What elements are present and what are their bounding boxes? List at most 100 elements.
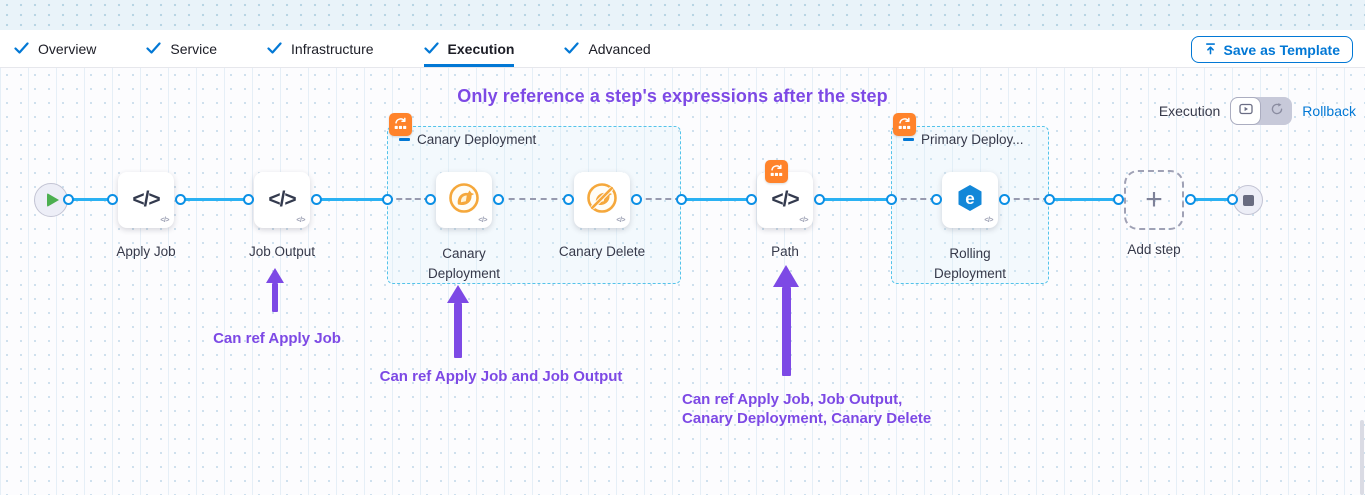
connector-line — [681, 198, 751, 201]
connector-port[interactable] — [676, 194, 687, 205]
step-label-canary-delete: Canary Delete — [558, 244, 646, 259]
check-icon — [267, 41, 282, 57]
connector-port[interactable] — [814, 194, 825, 205]
rollback-view-icon — [1270, 102, 1284, 121]
step-canary-deployment[interactable]: </> — [436, 172, 492, 228]
tab-advanced[interactable]: Advanced — [564, 30, 651, 67]
vertical-scrollbar[interactable] — [1360, 420, 1364, 495]
connector-port[interactable] — [746, 194, 757, 205]
stage-tabs: Overview Service Infrastructure Executio… — [14, 30, 651, 67]
annotation-arrow-3 — [773, 265, 799, 376]
connector-line — [316, 198, 387, 201]
tab-label: Overview — [38, 40, 97, 57]
connector-port[interactable] — [1185, 194, 1196, 205]
annotation-note-1: Can ref Apply Job — [213, 330, 341, 347]
rollback-steps-icon — [893, 113, 916, 136]
view-mode-toggle[interactable] — [1230, 97, 1293, 125]
connector-port[interactable] — [1113, 194, 1124, 205]
connector-port[interactable] — [311, 194, 322, 205]
svg-text:e: e — [965, 189, 974, 208]
connector-port[interactable] — [63, 194, 74, 205]
execution-view-button[interactable] — [1230, 97, 1262, 125]
tab-execution[interactable]: Execution — [423, 30, 515, 67]
connector-line-dashed — [1004, 198, 1049, 200]
connector-port[interactable] — [931, 194, 942, 205]
rollback-link[interactable]: Rollback — [1302, 103, 1356, 119]
tab-label: Infrastructure — [291, 40, 374, 57]
code-mini-icon: </> — [616, 217, 625, 224]
rollback-steps-icon — [389, 113, 412, 136]
collapse-icon[interactable] — [399, 138, 410, 141]
code-icon: </> — [132, 188, 160, 211]
tab-label: Execution — [447, 40, 515, 57]
execution-rollback-switch: Execution Rollback — [1159, 97, 1356, 125]
tab-service[interactable]: Service — [146, 30, 217, 67]
connector-line-dashed — [387, 198, 430, 200]
annotation-title: Only reference a step's expressions afte… — [457, 86, 888, 106]
annotation-note-3-line1: Can ref Apply Job, Job Output, — [682, 391, 903, 408]
rollback-steps-icon — [765, 160, 788, 183]
connector-port[interactable] — [425, 194, 436, 205]
step-label-apply-job: Apply Job — [116, 244, 176, 259]
save-as-template-label: Save as Template — [1223, 41, 1340, 58]
step-job-output[interactable]: </> </> — [254, 172, 310, 228]
canary-delete-icon — [584, 180, 620, 221]
stage-tabbar: Overview Service Infrastructure Executio… — [0, 30, 1365, 68]
code-mini-icon: </> — [478, 217, 487, 224]
step-canary-delete[interactable]: </> — [574, 172, 630, 228]
upload-icon — [1204, 42, 1217, 58]
execution-mode-label: Execution — [1158, 103, 1221, 119]
connector-port[interactable] — [1227, 194, 1238, 205]
connector-port[interactable] — [107, 194, 118, 205]
add-step-label: Add step — [1127, 242, 1181, 257]
save-as-template-button[interactable]: Save as Template — [1190, 36, 1353, 63]
annotation-arrow-1 — [266, 268, 284, 312]
code-icon: </> — [771, 188, 799, 211]
connector-port[interactable] — [382, 194, 393, 205]
code-mini-icon: </> — [799, 217, 808, 224]
annotation-note-3-line2: Canary Deployment, Canary Delete — [682, 410, 932, 427]
connector-port[interactable] — [999, 194, 1010, 205]
connector-port[interactable] — [563, 194, 574, 205]
rollback-view-button[interactable] — [1261, 97, 1292, 125]
tab-overview[interactable]: Overview — [14, 30, 96, 67]
connector-line — [1190, 198, 1232, 201]
step-label-rolling-deployment: Rolling Deployment — [933, 246, 1007, 281]
connector-port[interactable] — [886, 194, 897, 205]
check-icon — [14, 41, 29, 57]
pipeline-canvas[interactable]: Only reference a step's expressions afte… — [0, 68, 1365, 495]
plus-icon: + — [1145, 183, 1163, 216]
canary-icon — [446, 180, 482, 221]
connector-line-dashed — [891, 198, 936, 200]
connector-line-dashed — [498, 198, 568, 200]
group-primary-title: Primary Deploy... — [921, 132, 1024, 147]
connector-port[interactable] — [243, 194, 254, 205]
execution-view-icon — [1239, 102, 1253, 121]
connector-port[interactable] — [493, 194, 504, 205]
rolling-deployment-icon: e — [952, 180, 988, 221]
code-mini-icon: </> — [160, 217, 169, 224]
check-icon — [146, 41, 161, 57]
connector-port[interactable] — [1044, 194, 1055, 205]
step-apply-job[interactable]: </> </> — [118, 172, 174, 228]
tab-infrastructure[interactable]: Infrastructure — [267, 30, 374, 67]
code-mini-icon: </> — [296, 217, 305, 224]
group-canary-title: Canary Deployment — [417, 132, 537, 147]
collapse-icon[interactable] — [903, 138, 914, 141]
code-icon: </> — [268, 188, 296, 211]
step-label-job-output: Job Output — [248, 244, 316, 259]
tab-label: Advanced — [588, 40, 651, 57]
code-mini-icon: </> — [984, 217, 993, 224]
group-primary-header: Primary Deploy... — [903, 132, 1024, 147]
connector-port[interactable] — [631, 194, 642, 205]
group-canary-header: Canary Deployment — [399, 132, 536, 147]
connector-port[interactable] — [175, 194, 186, 205]
canvas-top-strip — [0, 0, 1365, 30]
annotation-note-3: Can ref Apply Job, Job Output, Canary De… — [682, 390, 931, 428]
connector-line — [819, 198, 891, 201]
play-icon — [47, 193, 59, 207]
step-label-path: Path — [771, 244, 799, 259]
check-icon — [423, 41, 439, 57]
step-rolling-deployment[interactable]: e </> — [942, 172, 998, 228]
add-step-button[interactable]: + — [1124, 170, 1184, 230]
